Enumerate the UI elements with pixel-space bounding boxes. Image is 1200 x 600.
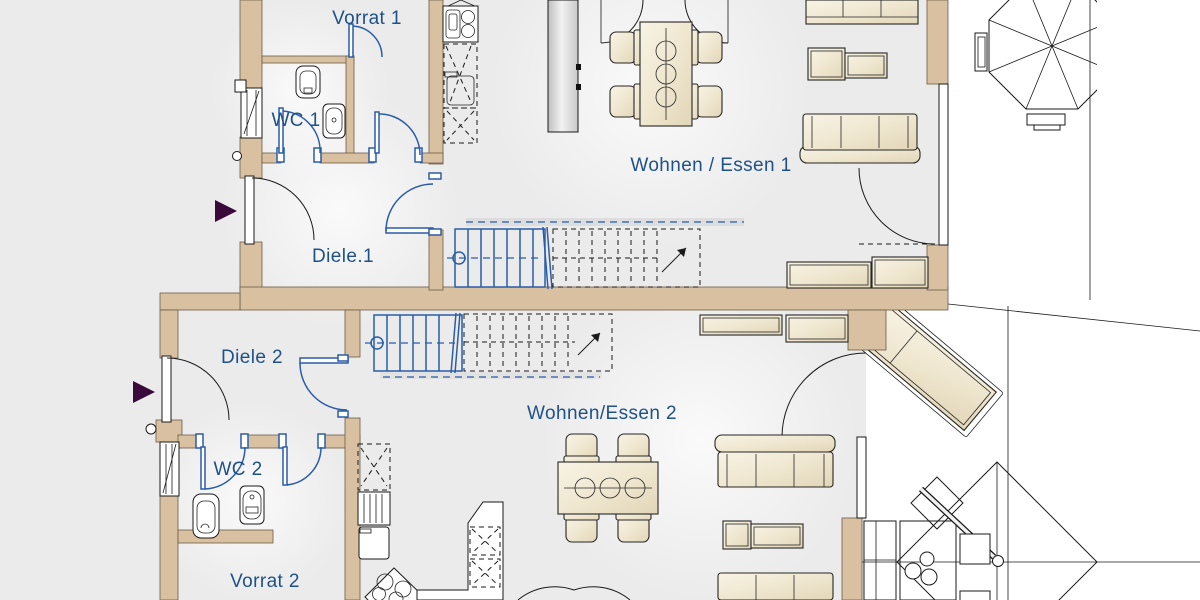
unit1-openings — [232, 79, 949, 246]
label-wc2: WC 2 — [213, 459, 262, 480]
unit1-dining-set — [609, 21, 723, 127]
sink-2 — [239, 485, 265, 525]
unit1-entry-door-leaf — [244, 175, 255, 245]
terrace-1-edge-line — [947, 303, 1200, 332]
kitchen1-island — [547, 0, 579, 133]
unit2-terrace-door-swing — [781, 352, 867, 438]
terrace-2 — [847, 293, 1200, 600]
entrance-arrow-unit2 — [133, 381, 155, 403]
unit2-patio-door-swing — [517, 586, 631, 600]
unit1-stairs — [447, 218, 744, 290]
unit2-wc-fixtures — [192, 485, 265, 539]
stair-direction-arrow — [677, 248, 686, 257]
entrance-markers — [133, 200, 237, 403]
vorrat2-door-swing — [286, 446, 322, 486]
unit1-entry-door-swing — [251, 177, 315, 241]
label-vorrat2: Vorrat 2 — [230, 571, 300, 592]
unit1-terrace-door-swing — [858, 167, 936, 245]
unit1-doors — [276, 23, 442, 236]
sofa-2b — [717, 572, 834, 600]
sideboard-1a — [786, 261, 872, 289]
terrace-small-canopy — [910, 476, 964, 530]
sofa-2a — [714, 434, 836, 488]
unit1-wall-symbol — [232, 151, 242, 161]
kitchen1-sink — [442, 5, 479, 43]
label-diele1: Diele.1 — [312, 246, 374, 267]
sideboard-2b — [785, 314, 849, 343]
label-vorrat1: Vorrat 1 — [332, 8, 402, 29]
wc1-door-swing — [282, 110, 321, 154]
terrace-seat — [959, 590, 991, 600]
vorrat1-door-swing — [378, 113, 421, 156]
sink-1 — [322, 103, 346, 139]
unit1-right-glazing — [938, 83, 949, 246]
unit1-patio-door-swing — [600, 0, 644, 44]
toilet-1 — [295, 65, 321, 99]
unit1-kitchen — [442, 0, 581, 144]
diele1-door-leaf — [385, 227, 434, 234]
unit1-wc-fixtures — [295, 65, 346, 139]
unit1-store-door-leaf — [348, 23, 354, 58]
terrace-cabinet — [863, 520, 897, 600]
wc2-door-leaf — [200, 446, 206, 490]
terrace-seat — [959, 533, 991, 565]
unit1-walls — [239, 0, 949, 311]
sideboard-1b — [871, 256, 929, 289]
terrace-1 — [947, 0, 1200, 332]
coffee-table-2 — [722, 520, 752, 550]
wc1-door-leaf — [278, 107, 284, 154]
sofa-1b — [799, 113, 921, 164]
unit1-furniture — [600, 0, 936, 289]
kitchen2-dishwasher — [357, 491, 391, 526]
sideboard-2a — [699, 314, 783, 336]
kitchen1-counter — [443, 107, 478, 144]
unit2-furniture — [557, 314, 849, 600]
label-diele2: Diele 2 — [221, 347, 283, 368]
unit2-walls — [155, 292, 887, 600]
room-labels: Vorrat 1 WC 1 Diele.1 Wohnen / Essen 1 D… — [213, 8, 791, 592]
diele1-door-swing — [385, 183, 434, 232]
terrace-stone — [920, 568, 938, 586]
wc2-door-swing — [204, 446, 246, 490]
kitchen1-fridge — [443, 43, 478, 109]
coffee-table-1 — [807, 47, 846, 81]
kitchen2-fridge — [358, 526, 390, 560]
vorrat1-door-leaf — [374, 111, 380, 154]
unit2-kitchen — [357, 443, 504, 600]
kitchen2-counter — [357, 443, 391, 491]
toilet-2 — [192, 493, 220, 539]
unit2-entry-door-swing — [166, 357, 230, 421]
terrace-1-surface — [948, 0, 1200, 303]
unit2-dining-set — [557, 433, 659, 543]
stair-direction-arrow — [591, 333, 600, 342]
entrance-arrow-unit1 — [215, 200, 237, 222]
label-wc1: WC 1 — [271, 110, 320, 131]
diele2-door-swing — [299, 362, 348, 411]
unit2-doors — [195, 352, 867, 600]
unit2-wall-symbol — [145, 423, 157, 435]
terrace-stone — [919, 551, 935, 567]
unit2-right-glazing — [856, 436, 867, 519]
sun-lounger — [847, 293, 1003, 437]
terrace-stone — [904, 562, 922, 580]
unit2-stairs — [365, 312, 613, 379]
unit2-entry-door-leaf — [161, 355, 172, 423]
label-wohnen-essen1: Wohnen / Essen 1 — [630, 155, 791, 176]
label-wohnen-essen2: Wohnen/Essen 2 — [527, 403, 677, 424]
unit2-openings — [145, 355, 867, 519]
vorrat2-door-leaf — [282, 446, 288, 486]
parasol-icon — [974, 0, 1097, 131]
unit1-store-door-swing — [352, 25, 383, 58]
terrace-parasol-canopy — [896, 461, 1098, 600]
sofa-1a — [805, 0, 919, 25]
